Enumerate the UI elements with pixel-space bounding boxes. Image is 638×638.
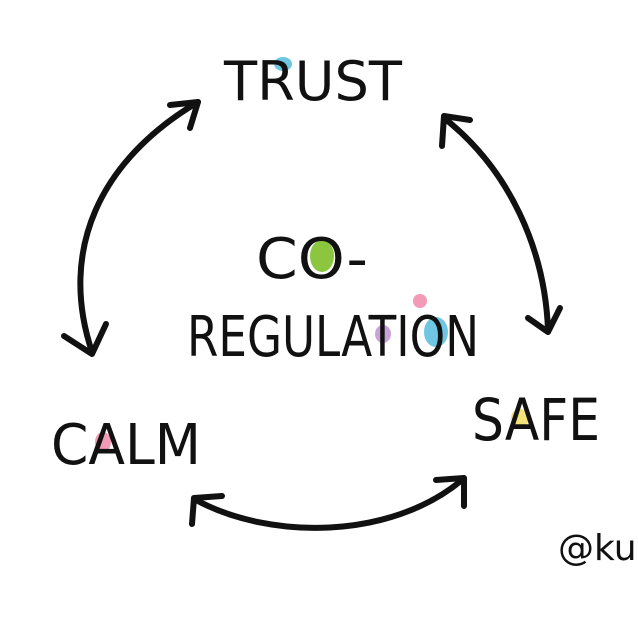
node-calm: CALM: [51, 413, 201, 478]
calm-a-fill: [95, 432, 111, 452]
safe-a-fill: [511, 409, 529, 427]
center-line2: REGULATION: [187, 305, 479, 370]
regulation-i-dot: [413, 294, 427, 308]
arrow-calm-safe: [189, 475, 467, 531]
arrow-calm-trust: [61, 99, 201, 357]
node-trust: TRUST: [223, 50, 403, 113]
co-o-fill: [310, 240, 334, 272]
regulation-o-fill: [424, 317, 448, 347]
center-line1: CO-: [256, 227, 368, 292]
node-safe: SAFE: [472, 386, 600, 454]
signature: @ku: [558, 528, 637, 569]
regulation-a-fill: [375, 325, 391, 343]
trust-r-fill: [274, 57, 292, 71]
arrow-trust-safe: [439, 113, 563, 335]
color-fills: [95, 57, 529, 452]
